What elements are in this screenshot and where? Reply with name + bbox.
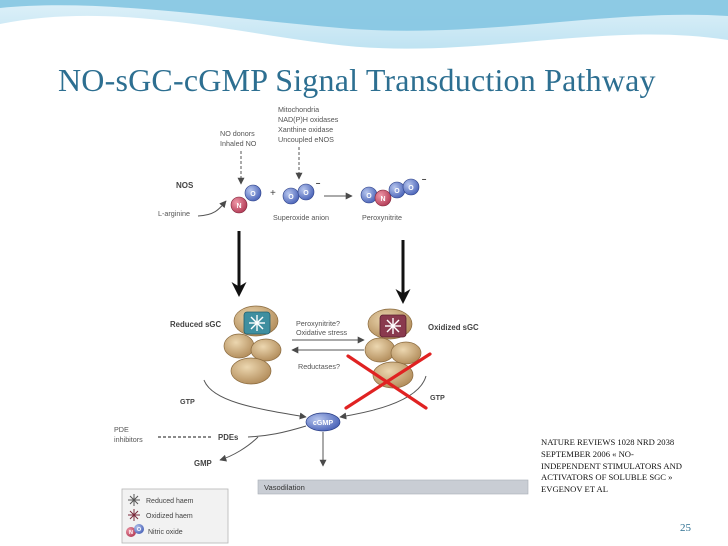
peroxynitrite-molecule: O N O O − [360,175,427,207]
nos-label: NOS [176,181,194,190]
oxidation-label: Peroxynitrite? [296,319,340,328]
enzyme-subunit [364,337,396,363]
superoxide-source-label: NAD(P)H oxidases [278,115,339,124]
no-source-label: NO donors [220,129,255,138]
pde-inhibitors-label: inhibitors [114,435,143,444]
enzyme-subunit [372,361,414,389]
enzyme-subunit [390,341,422,365]
legend-label: Oxidized haem [146,513,193,520]
no-source-label: Inhaled NO [220,139,257,148]
oxidized-haem-icon [385,318,401,334]
header-wave [0,0,728,55]
no-sources: NO donors Inhaled NO [220,129,257,148]
nos-reaction-arrow [197,200,227,217]
oxygen-atom-label: O [250,191,256,198]
nitrogen-atom [126,527,136,537]
legend-label: Reduced haem [146,498,194,505]
pde-inhibitors-label: PDE [114,425,129,434]
pdes-label: PDEs [218,433,239,442]
vasodilation-bar [257,479,529,495]
gtp-left-label: GTP [180,397,195,406]
oxygen-atom [244,184,262,202]
oxygen-atom-label: O [394,188,400,195]
superoxide-source-label: Uncoupled eNOS [278,135,334,144]
gtp-right-label: GTP [430,393,445,402]
charge-label: − [422,175,427,184]
enzyme-subunit [230,357,272,385]
superoxide-source-label: Mitochondria [278,105,319,114]
oxygen-atom-label: O [137,527,142,533]
page-number: 25 [680,522,691,534]
nitrogen-atom [374,189,392,207]
reduced-sgc-enzyme [223,305,282,385]
legend-box [121,488,229,544]
superoxide-sources: Mitochondria NAD(P)H oxidases Xanthine o… [278,105,339,144]
plus-sign: + [270,188,276,199]
reductases-label: Reductases? [298,362,340,371]
reduced-haem-legend-icon [128,494,140,506]
oxygen-atom-label: O [303,190,309,197]
inhibition-cross [344,352,432,410]
pdes-to-gmp-arrow [219,436,259,462]
slide-title: NO-sGC-cGMP Signal Transduction Pathway [58,62,656,98]
oxygen-atom [297,183,315,201]
oxidation-label: Oxidative stress [296,328,348,337]
legend: Reduced haem Oxidized haem N O Nitric ox… [121,488,229,544]
header-wave-band [0,0,728,31]
pathway-figure: NO donors Inhaled NO Mitochondria NAD(P)… [114,105,529,544]
l-arginine-label: L-arginine [158,209,190,218]
charge-label: − [316,179,321,188]
oxygen-atom [402,178,420,196]
reduced-haem-icon [249,315,265,331]
oxygen-atom-label: O [408,185,414,192]
cgmp-label: cGMP [313,418,334,427]
nitrogen-atom-label: N [380,196,385,203]
oxygen-atom-label: O [366,193,372,200]
legend-label: Nitric oxide [148,529,183,536]
cgmp-node [305,412,341,432]
gtp-to-cgmp-arrow-left [203,379,307,420]
peroxynitrite-label: Peroxynitrite [362,213,402,222]
nitrogen-atom-label: N [129,530,133,536]
oxidized-haem-legend-icon [128,509,140,521]
oxygen-atom [134,524,144,534]
reduced-sgc-label: Reduced sGC [170,320,221,329]
nitric-oxide-molecule: N O [230,184,262,214]
oxygen-atom-label: O [288,194,294,201]
oxidized-sgc-label: Oxidized sGC [428,323,479,332]
enzyme-subunit [223,333,255,359]
header-wave-line [0,22,728,55]
nitric-oxide-legend-icon: N O [126,524,144,537]
vasodilation-label: Vasodilation [264,483,305,492]
superoxide-anion-label: Superoxide anion [273,213,329,222]
nitrogen-atom [230,196,248,214]
superoxide-source-label: Xanthine oxidase [278,125,333,134]
cgmp-to-pdes-arrow [247,425,307,438]
nitrogen-atom-label: N [236,203,241,210]
superoxide-molecule: O O − [282,179,321,205]
citation-text: NATURE REVIEWS 1028 NRD 2038 SEPTEMBER 2… [541,437,683,495]
gmp-label: GMP [194,459,212,468]
gtp-to-cgmp-arrow-right [339,375,427,420]
enzyme-subunit [250,338,282,362]
oxidized-sgc-enzyme [364,308,422,389]
